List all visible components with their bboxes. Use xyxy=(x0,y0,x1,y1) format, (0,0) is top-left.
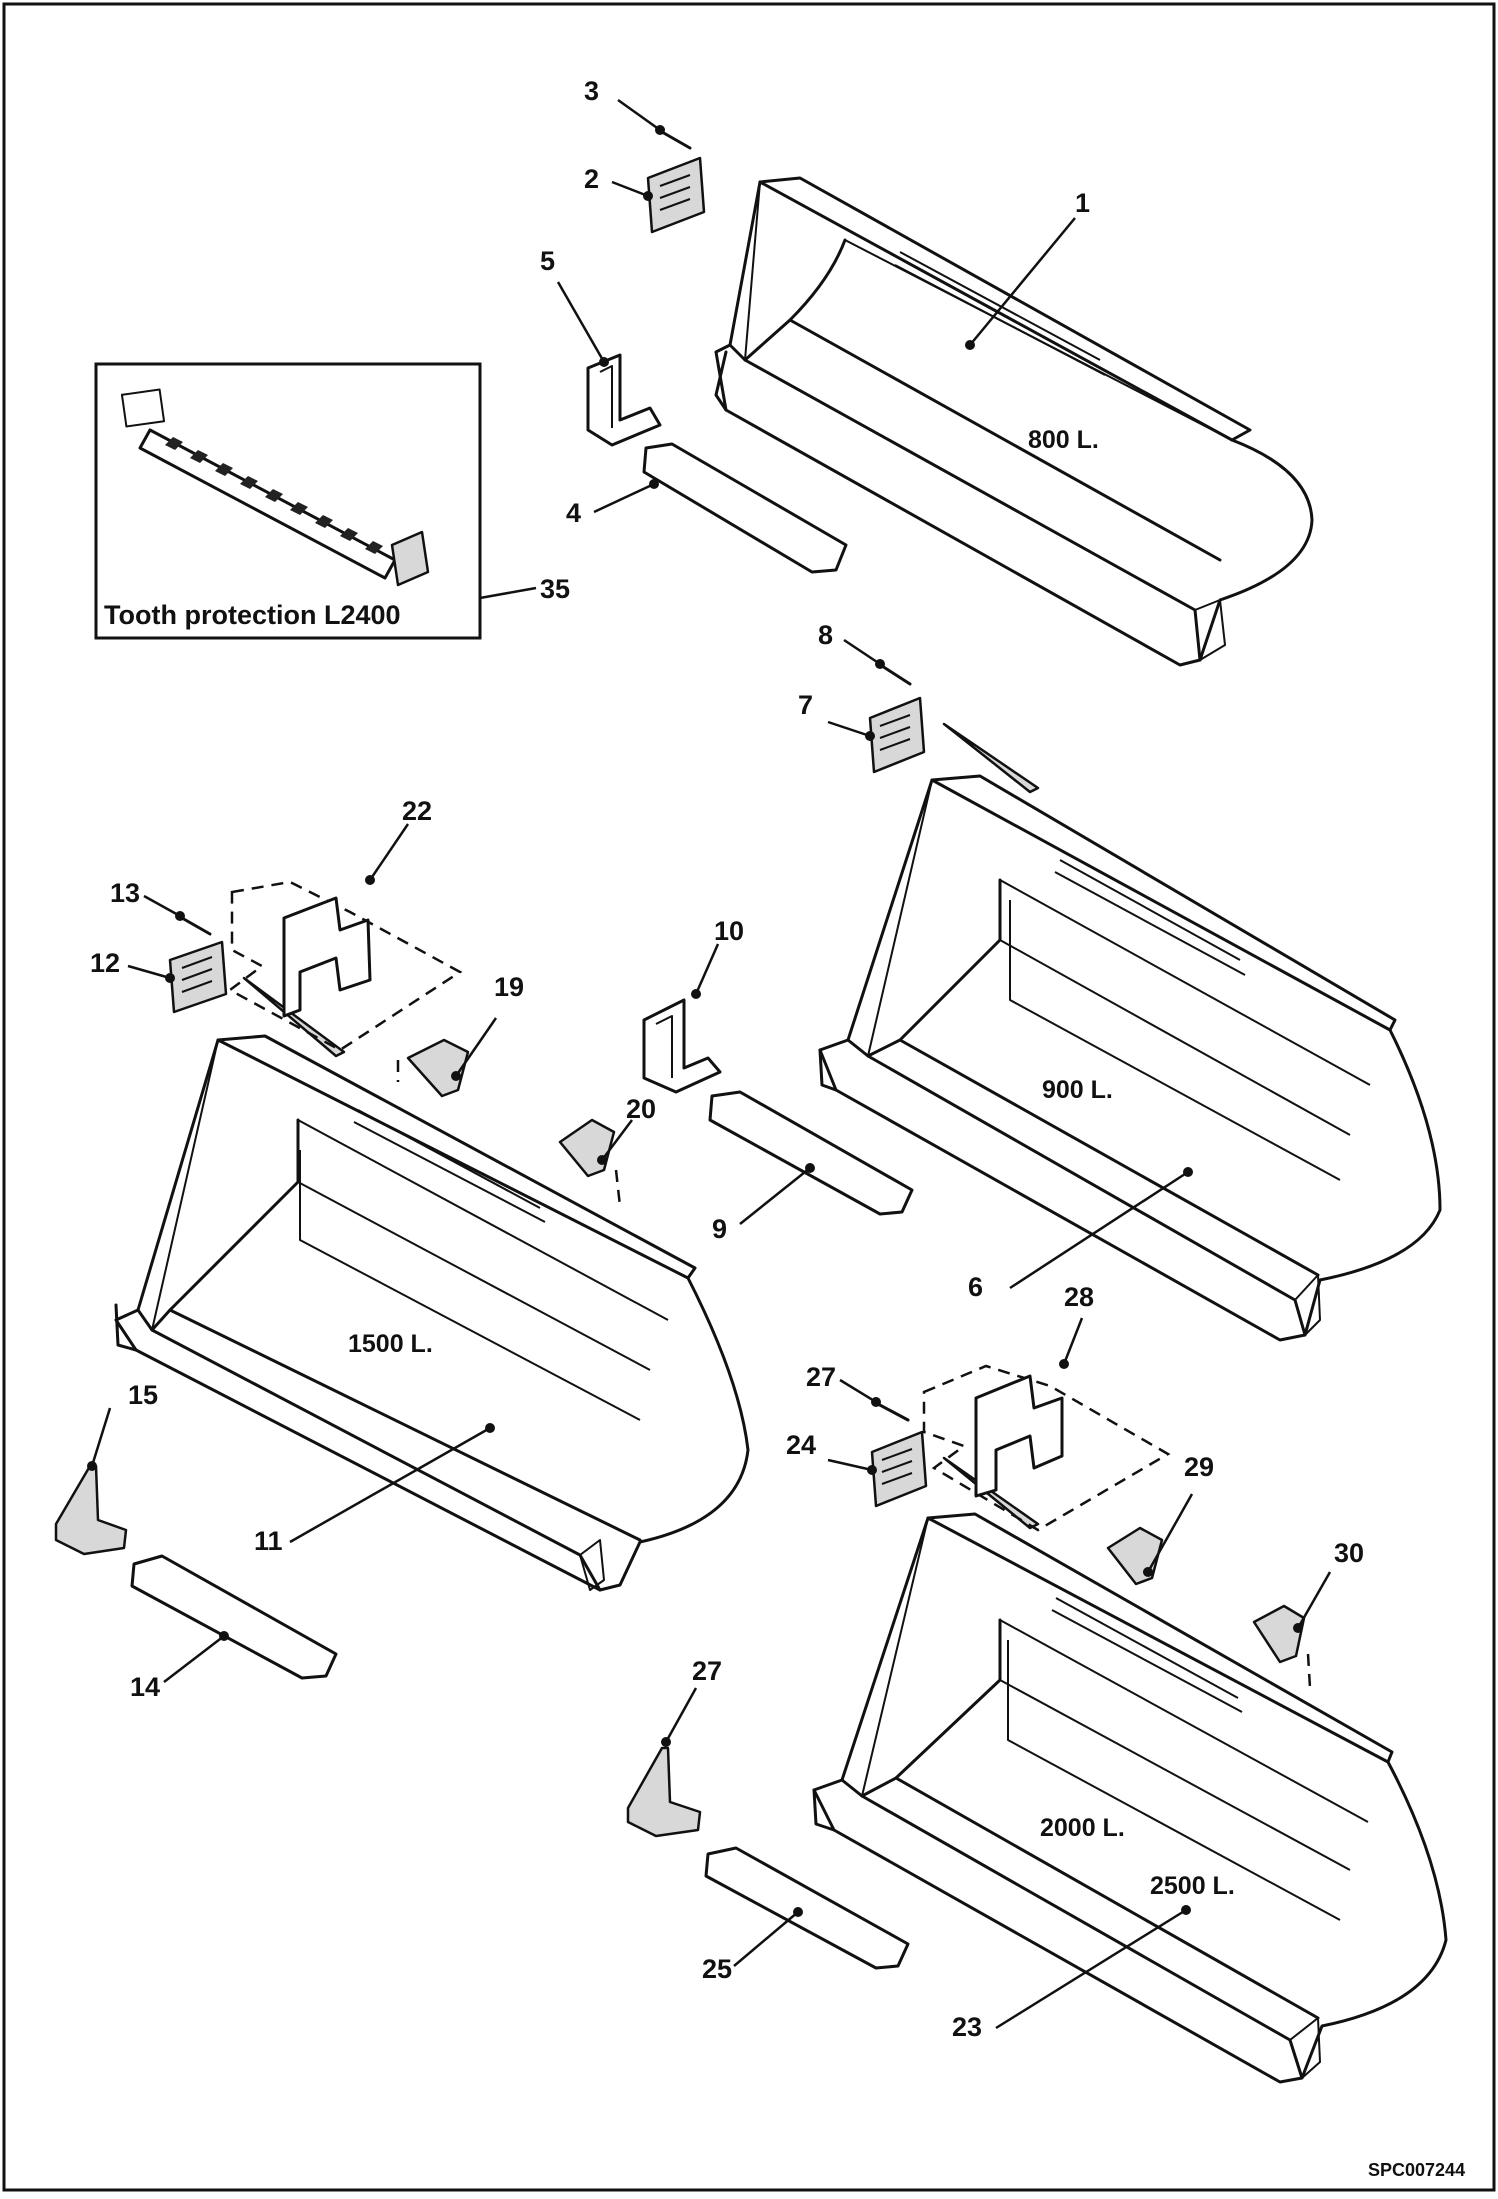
callout-15: 15 xyxy=(128,1380,158,1410)
dot-1 xyxy=(965,340,975,350)
callout-12: 12 xyxy=(90,948,120,978)
callout-24: 24 xyxy=(786,1430,816,1460)
leader-35 xyxy=(479,586,537,600)
part-22-mount xyxy=(282,896,372,1018)
part-7-plate xyxy=(868,696,926,774)
callout-31: 30 xyxy=(1334,1538,1364,1568)
inset-end-block xyxy=(390,530,430,587)
callout-10: 10 xyxy=(714,916,744,946)
callout-30: 29 xyxy=(1184,1452,1214,1482)
callout-11: 11 xyxy=(254,1526,283,1556)
part-5-bracket xyxy=(586,353,662,447)
arrow-to-1500 xyxy=(242,976,346,1058)
callout-5: 5 xyxy=(540,246,555,276)
part-31-clip xyxy=(1252,1604,1306,1664)
callout-28: 27 xyxy=(806,1362,836,1392)
inset-strip-hatch xyxy=(165,437,383,554)
callout-13: 13 xyxy=(110,878,140,908)
bucket-900: 900 L. xyxy=(818,774,1442,1342)
capacity-900: 900 L. xyxy=(1042,1076,1113,1104)
part-29-outline xyxy=(922,1364,1171,1532)
part-20-clip xyxy=(558,1118,616,1178)
part-30-clip xyxy=(1106,1526,1164,1586)
leader-6 xyxy=(1009,1170,1189,1290)
part-10-bracket xyxy=(642,998,722,1094)
part-24-plate xyxy=(870,1430,928,1508)
inset-caption: Tooth protection L2400 xyxy=(104,600,401,630)
callout-22: 22 xyxy=(402,796,432,826)
callout-29: 28 xyxy=(1064,1282,1094,1312)
bucket-2000-2500: 2000 L. 2500 L. xyxy=(812,1512,1448,2084)
callout-20: 20 xyxy=(626,1094,656,1124)
bucket-800: 800 L. xyxy=(714,176,1314,667)
leader-1 xyxy=(969,217,1076,346)
part-13-bolt xyxy=(180,916,212,936)
part-9-strip xyxy=(708,1090,914,1216)
callout-3: 3 xyxy=(584,76,599,106)
part-8-bolt xyxy=(880,664,912,686)
part-28-bolt xyxy=(876,1402,910,1422)
callout-1: 1 xyxy=(1075,188,1090,218)
callout-35: 35 xyxy=(540,574,570,604)
part-19-clip xyxy=(406,1038,470,1098)
part-4-strip xyxy=(642,442,848,574)
arrow-to-900 xyxy=(942,722,1040,794)
callout-7: 7 xyxy=(798,690,813,720)
capacity-2000: 2000 L. xyxy=(1040,1814,1125,1842)
part-27-bracket xyxy=(626,1746,702,1838)
capacity-2500: 2500 L. xyxy=(1150,1872,1235,1900)
callout-6: 6 xyxy=(968,1272,983,1302)
inset-end-cap xyxy=(120,388,166,428)
part-22-outline xyxy=(227,880,463,1052)
part-14-strip xyxy=(130,1554,338,1680)
leader-23 xyxy=(995,1908,1187,2030)
inset-frame xyxy=(94,362,482,640)
part-3-bolt xyxy=(660,130,692,150)
callout-4: 4 xyxy=(566,498,581,528)
part-12-plate xyxy=(168,940,228,1014)
callout-19: 19 xyxy=(494,972,524,1002)
reference-code: SPC007244 xyxy=(1368,2160,1465,2180)
callout-2: 2 xyxy=(584,164,599,194)
callout-23: 23 xyxy=(952,2012,982,2042)
capacity-1500: 1500 L. xyxy=(348,1330,433,1358)
part-29-mount xyxy=(974,1374,1064,1498)
callout-9: 9 xyxy=(712,1214,727,1244)
inset-tooth-strip xyxy=(138,428,397,580)
part-15-bracket xyxy=(54,1464,128,1556)
callout-8: 8 xyxy=(818,620,833,650)
bucket-1500: 1500 L. xyxy=(114,1034,750,1592)
capacity-800: 800 L. xyxy=(1028,426,1099,454)
callout-14: 14 xyxy=(130,1672,160,1702)
leader-11 xyxy=(289,1426,491,1544)
part-2-plate xyxy=(646,156,706,234)
callout-27: 27 xyxy=(692,1656,722,1686)
part-25-strip xyxy=(704,1846,910,1970)
inset-tooth-protection: Tooth protection L2400 35 xyxy=(94,362,570,640)
callout-25: 25 xyxy=(702,1954,732,1984)
